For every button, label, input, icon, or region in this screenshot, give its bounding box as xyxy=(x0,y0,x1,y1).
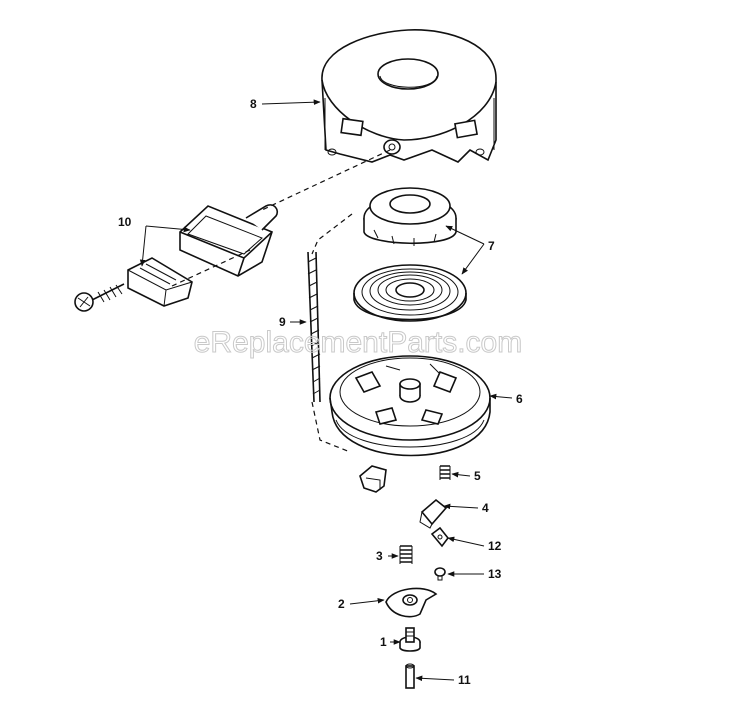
part-pawl-retainer xyxy=(359,465,387,493)
callout-6: 6 xyxy=(516,392,523,406)
screw xyxy=(74,283,125,312)
callout-5: 5 xyxy=(474,469,481,483)
callout-leaders xyxy=(139,99,513,682)
part-12-washer xyxy=(430,526,450,548)
callout-1: 1 xyxy=(380,635,387,649)
part-2-brake-plate xyxy=(385,587,438,618)
callout-12: 12 xyxy=(488,539,502,553)
part-7-spring-assembly xyxy=(353,187,467,322)
callout-9: 9 xyxy=(279,315,286,329)
part-3-spring xyxy=(399,545,413,564)
callout-13: 13 xyxy=(488,567,502,581)
part-11-pin xyxy=(405,663,415,689)
assembly-dash-lines xyxy=(171,149,391,453)
watermark-text: eReplacementParts.com xyxy=(194,326,522,359)
recoil-spring xyxy=(353,264,467,322)
part-8-housing xyxy=(321,29,497,163)
callout-10: 10 xyxy=(118,215,132,229)
part-6-pulley xyxy=(329,355,491,457)
part-10-handle-assembly xyxy=(74,204,279,312)
callout-8: 8 xyxy=(250,97,257,111)
callout-2: 2 xyxy=(338,597,345,611)
part-4-pawl xyxy=(419,498,448,529)
part-13-screw xyxy=(434,567,446,581)
callout-3: 3 xyxy=(376,549,383,563)
part-1-bolt xyxy=(399,627,421,652)
callout-11: 11 xyxy=(458,673,471,687)
callout-4: 4 xyxy=(482,501,489,515)
callout-labels: 8 10 7 9 6 5 4 12 3 13 2 1 11 xyxy=(118,97,523,687)
callout-7: 7 xyxy=(488,239,495,253)
part-5-spring xyxy=(439,465,451,480)
part-9-starter-rope xyxy=(307,251,321,403)
